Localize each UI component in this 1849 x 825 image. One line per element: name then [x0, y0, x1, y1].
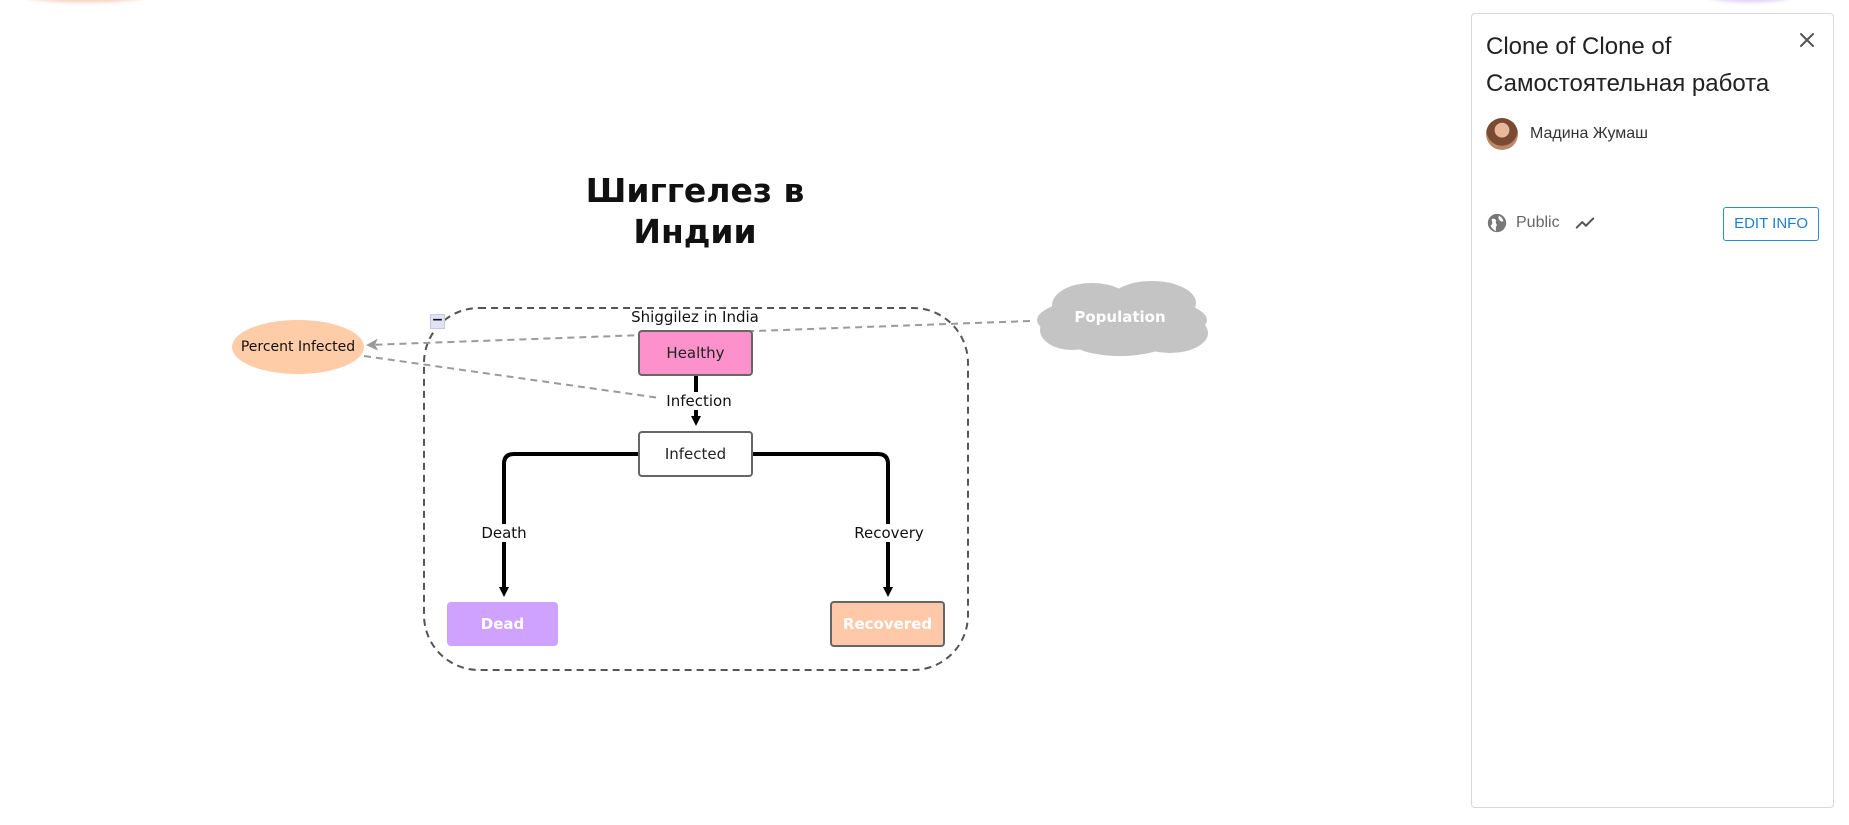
variable-percent-infected[interactable]: Percent Infected — [232, 320, 364, 374]
close-icon — [1800, 33, 1814, 47]
top-right-decoration — [1705, 0, 1795, 2]
avatar[interactable] — [1486, 118, 1518, 150]
globe-icon — [1487, 213, 1507, 233]
population-label[interactable]: Population — [1074, 308, 1166, 326]
author[interactable]: Мадина Жумаш — [1486, 118, 1648, 150]
flow-death-label[interactable]: Death — [470, 524, 538, 542]
link-population-to-percent[interactable] — [366, 320, 1031, 351]
collapse-folder-button[interactable]: − — [430, 312, 445, 329]
flow-recovery-line[interactable] — [753, 452, 893, 597]
visibility-label: Public — [1516, 214, 1560, 231]
info-panel: Clone of Clone of Самостоятельная работа… — [1471, 13, 1834, 808]
stock-recovered[interactable]: Recovered — [830, 601, 945, 647]
flow-recovery-label[interactable]: Recovery — [850, 524, 928, 542]
author-name[interactable]: Мадина Жумаш — [1530, 125, 1649, 142]
flow-infection-label[interactable]: Infection — [657, 392, 741, 410]
model-title: Clone of Clone of Самостоятельная работа — [1486, 33, 1770, 97]
folder-label[interactable]: Shiggilez in India — [631, 308, 759, 326]
link-percent-to-infection[interactable] — [363, 355, 689, 403]
model-canvas[interactable]: Шиггелез в Индии Shiggilez in India − Pe… — [0, 0, 1795, 825]
top-left-decoration — [20, 0, 150, 2]
close-button[interactable] — [1795, 28, 1819, 52]
stock-healthy[interactable]: Healthy — [638, 330, 753, 376]
stock-dead[interactable]: Dead — [447, 602, 558, 646]
stock-infected[interactable]: Infected — [638, 431, 753, 477]
diagram-links — [363, 281, 1208, 671]
folder-boundary[interactable] — [423, 307, 969, 671]
visibility-row: Public — [1486, 212, 1596, 234]
diagram-title[interactable]: Шиггелез в Индии — [585, 171, 805, 251]
trend-icon[interactable] — [1574, 212, 1596, 234]
edit-info-button[interactable]: EDIT INFO — [1723, 207, 1819, 241]
population-cloud[interactable] — [1037, 281, 1208, 356]
flow-death-line[interactable] — [499, 452, 638, 597]
